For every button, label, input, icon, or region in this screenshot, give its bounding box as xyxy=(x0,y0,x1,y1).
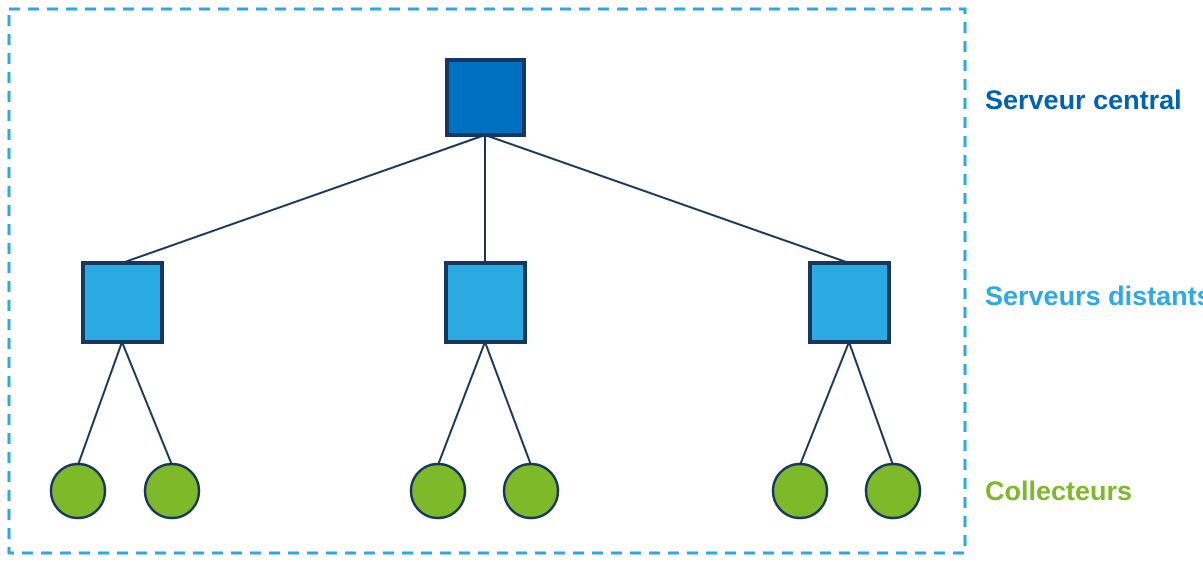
remote-server-node-3 xyxy=(808,261,891,344)
edge-central-remote-1 xyxy=(121,134,486,264)
collector-node-2 xyxy=(143,462,201,520)
dashed-border-frame xyxy=(7,7,967,555)
edge-remote1-collector1 xyxy=(77,341,123,466)
collector-node-4 xyxy=(502,462,560,520)
label-collectors: Collecteurs xyxy=(985,476,1133,506)
label-central-server: Serveur central xyxy=(985,85,1182,115)
edge-remote3-collector6 xyxy=(848,341,894,466)
edge-remote2-collector4 xyxy=(484,341,532,466)
edge-central-remote-3 xyxy=(484,134,850,264)
edge-remote1-collector2 xyxy=(121,341,173,466)
collector-node-3 xyxy=(409,462,467,520)
collector-node-6 xyxy=(864,462,922,520)
edge-remote3-collector5 xyxy=(799,341,850,466)
label-remote-servers: Serveurs distants xyxy=(985,281,1203,311)
remote-server-node-2 xyxy=(444,261,527,344)
central-server-node xyxy=(445,58,526,137)
edge-remote2-collector3 xyxy=(437,341,486,466)
collector-node-5 xyxy=(771,462,829,520)
remote-server-node-1 xyxy=(81,261,164,344)
collector-node-1 xyxy=(49,462,107,520)
